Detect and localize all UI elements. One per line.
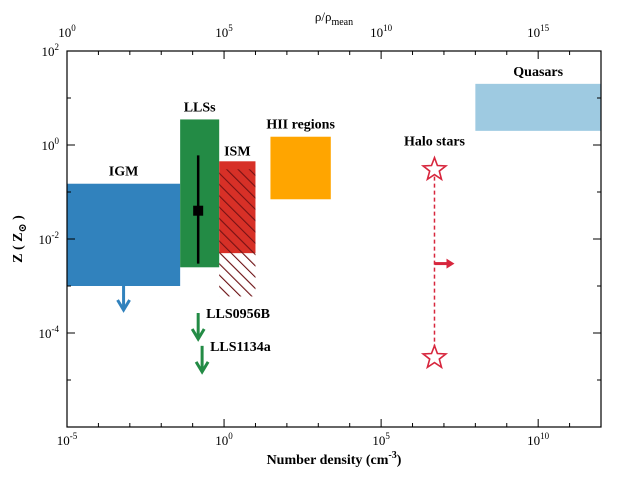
x-tick-label: 105 xyxy=(372,431,390,448)
halo-star-upper-marker xyxy=(420,155,449,182)
ticks-layer xyxy=(66,50,602,428)
igm-region xyxy=(67,183,181,286)
top-tick-label: 105 xyxy=(215,23,233,40)
top-tick-label: 1015 xyxy=(527,23,550,40)
igm-upper-limit-arrowhead xyxy=(116,299,131,313)
x-tick-label: 100 xyxy=(215,431,233,448)
y-tick-label: 10-4 xyxy=(39,324,60,341)
lls0956b-arrowhead xyxy=(190,328,206,342)
top-tick-label: 1010 xyxy=(370,23,393,40)
igm-label: IGM xyxy=(109,165,139,180)
halo-stars-arrowhead xyxy=(446,258,455,269)
quasars-region xyxy=(475,83,601,131)
x-tick-label: 1010 xyxy=(527,431,550,448)
regions-layer xyxy=(67,83,601,297)
y-tick-label: 10-2 xyxy=(39,230,60,247)
llss-region xyxy=(180,119,220,268)
ism-label: ISM xyxy=(224,145,250,160)
x-tick-label: 10-5 xyxy=(57,431,78,448)
y-tick-label: 100 xyxy=(42,136,60,153)
halo-stars-label: Halo stars xyxy=(404,135,466,150)
llss-label: LLSs xyxy=(184,100,216,115)
ism-hatched-region xyxy=(219,169,256,254)
halo-star-lower-marker xyxy=(420,343,449,370)
x-axis-title: Number density (cm-3) xyxy=(267,450,402,468)
lls-mean-point xyxy=(193,205,204,216)
marks-layer xyxy=(116,155,455,375)
lls1134a-arrowhead xyxy=(194,361,210,375)
hii-regions-region xyxy=(270,136,331,200)
ism-hatched-lower-region xyxy=(219,253,256,297)
hii-regions-label: HII regions xyxy=(266,118,335,133)
lls0956b-label: LLS0956B xyxy=(206,307,270,322)
quasars-label: Quasars xyxy=(513,65,563,80)
y-tick-label: 102 xyxy=(42,42,60,59)
lls1134a-label: LLS1134a xyxy=(210,340,271,355)
top-tick-label: 100 xyxy=(58,23,76,40)
top-axis-title: ρ/ρmean xyxy=(315,9,353,28)
y-axis-title: Z ( Z⊙ ) xyxy=(11,215,29,263)
